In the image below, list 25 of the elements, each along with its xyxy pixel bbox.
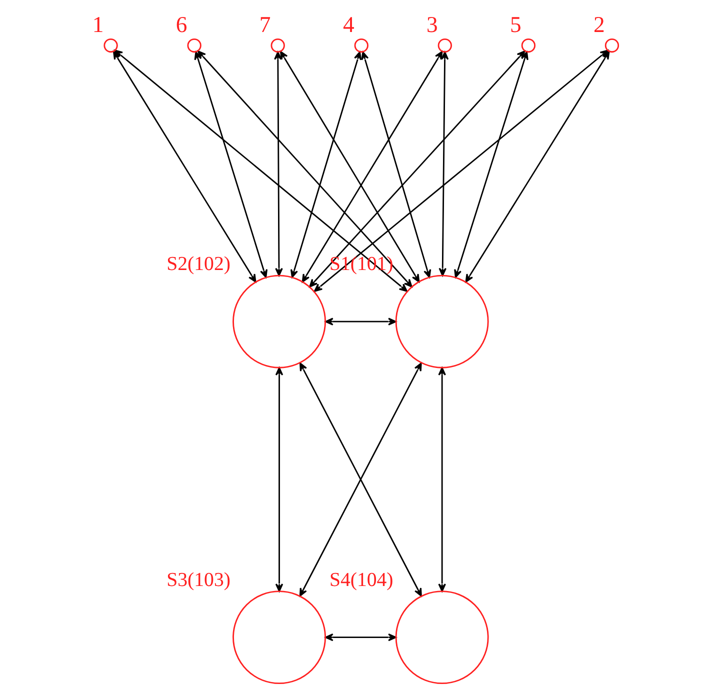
node-label: 6 (176, 12, 188, 37)
node-label: S4(104) (329, 568, 394, 591)
node-label: 1 (92, 12, 104, 37)
node-label: 5 (510, 12, 522, 37)
node-circle (232, 274, 326, 368)
node-circle (232, 590, 326, 684)
node-circle (438, 38, 452, 53)
node-circle (395, 590, 489, 684)
arrow (361, 51, 432, 278)
node-circle (604, 38, 620, 53)
node-circle (270, 38, 285, 53)
node-label: S3(103) (166, 568, 230, 591)
arrow (438, 367, 446, 592)
node-label: 4 (342, 12, 354, 37)
node-circle (521, 38, 536, 53)
node-label: 3 (426, 12, 438, 37)
node-label: 2 (594, 12, 605, 37)
node-circle (104, 38, 118, 53)
arrow (324, 633, 396, 642)
node-circle (354, 38, 368, 53)
node-label: 7 (259, 12, 271, 37)
node-circle (187, 38, 202, 53)
node-circle (395, 274, 489, 368)
node-label: S2(102) (166, 253, 230, 276)
arrow (324, 318, 396, 326)
